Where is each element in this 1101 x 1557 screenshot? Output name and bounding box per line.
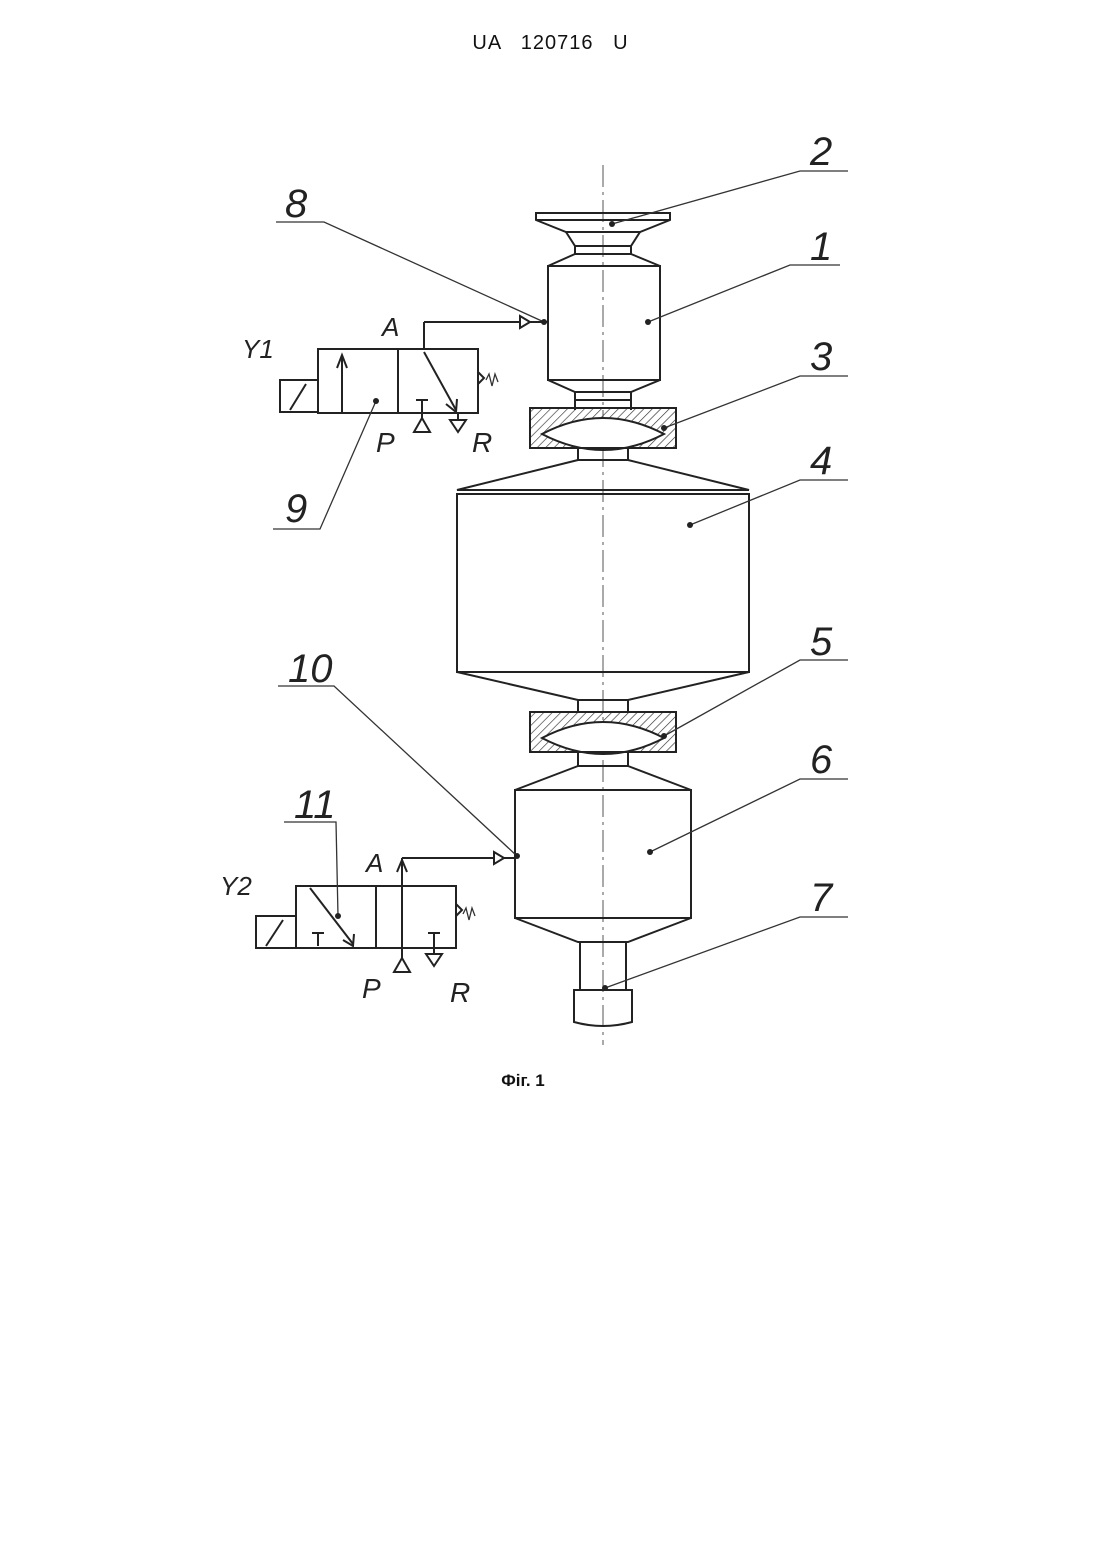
callout-6: 6	[810, 738, 833, 782]
callout-8: 8	[285, 182, 308, 226]
valve-top-port-p: P	[376, 427, 395, 458]
valve-bottom-coil-label: Y2	[220, 871, 252, 901]
valve-top-port-a: A	[380, 312, 399, 342]
valve-bottom-port-r: R	[450, 977, 470, 1008]
callout-3: 3	[810, 335, 832, 379]
part-5-coupling	[530, 712, 676, 766]
callout-4: 4	[810, 439, 832, 483]
callout-5: 5	[810, 620, 833, 664]
figure-caption: Фіг. 1	[0, 1071, 1046, 1091]
callout-7: 7	[810, 876, 834, 920]
callout-9: 9	[285, 487, 307, 531]
part-3-coupling	[530, 400, 676, 460]
valve-top-port-r: R	[472, 427, 492, 458]
callout-11: 11	[294, 783, 336, 827]
valve-bottom-port-p: P	[362, 973, 381, 1004]
valve-bottom-port-a: A	[364, 848, 383, 878]
fitting-10	[494, 852, 515, 864]
part-1-chamber	[548, 254, 660, 400]
callout-10: 10	[288, 647, 333, 691]
valve-top-coil-label: Y1	[242, 334, 274, 364]
valve-9	[280, 322, 520, 432]
leader-lines	[273, 171, 848, 991]
callout-1: 1	[810, 225, 832, 269]
callout-2: 2	[809, 130, 832, 174]
